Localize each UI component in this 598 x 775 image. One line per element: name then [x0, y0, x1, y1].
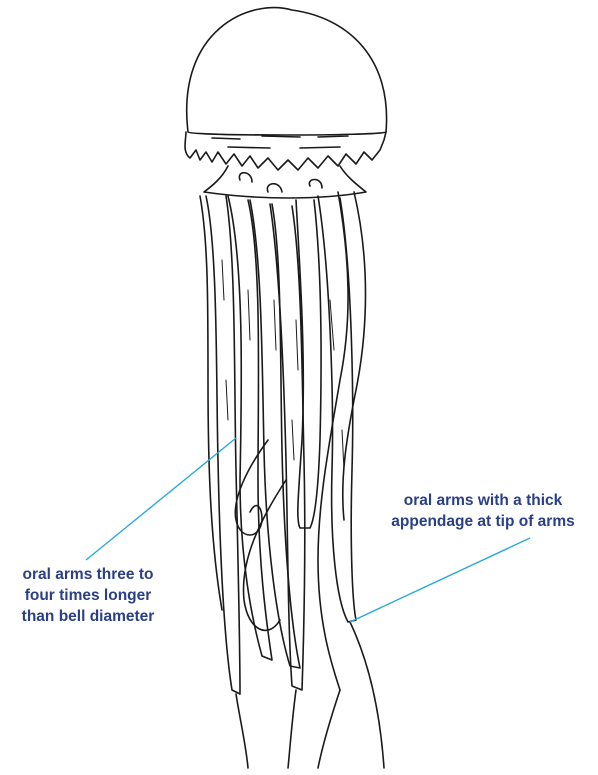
oral-arm-5	[296, 200, 321, 528]
trailing-tip-4	[350, 622, 384, 768]
annotation-left-line-3: than bell diameter	[2, 606, 174, 627]
rim-detail-5	[300, 147, 340, 148]
rim-detail-2	[262, 136, 300, 137]
arm-texture-7	[292, 420, 294, 460]
annotation-oral-arm-length: oral arms three to four times longer tha…	[2, 564, 174, 627]
trailing-tip-2	[288, 690, 296, 768]
annotation-right-line-2: appendage at tip of arms	[368, 511, 598, 532]
arm-texture-6	[226, 380, 228, 420]
leader-line-right	[350, 538, 530, 622]
arm-texture-8	[342, 430, 344, 470]
arm-texture-4	[296, 320, 298, 370]
neck-knob-1	[267, 184, 282, 192]
annotation-oral-arm-appendage: oral arms with a thick appendage at tip …	[368, 490, 598, 532]
arm-texture-2	[248, 290, 250, 340]
annotation-right-line-1: oral arms with a thick	[368, 490, 598, 511]
arm-texture-1	[222, 260, 224, 300]
neck-knob-2	[309, 180, 322, 189]
neck-knob-3	[239, 173, 252, 182]
bell-dome	[187, 8, 387, 135]
oral-arm-9	[200, 196, 222, 610]
rim-detail-1	[212, 138, 240, 139]
arm-texture-3	[274, 300, 276, 350]
oral-arm-6	[318, 196, 356, 622]
trailing-tip-1	[236, 694, 248, 768]
rim-detail-3	[318, 136, 348, 137]
trailing-tip-3	[318, 690, 340, 768]
manubrium	[204, 166, 366, 198]
rim-detail-4	[228, 147, 270, 148]
annotation-left-line-1: oral arms three to	[2, 564, 174, 585]
annotation-left-line-2: four times longer	[2, 585, 174, 606]
